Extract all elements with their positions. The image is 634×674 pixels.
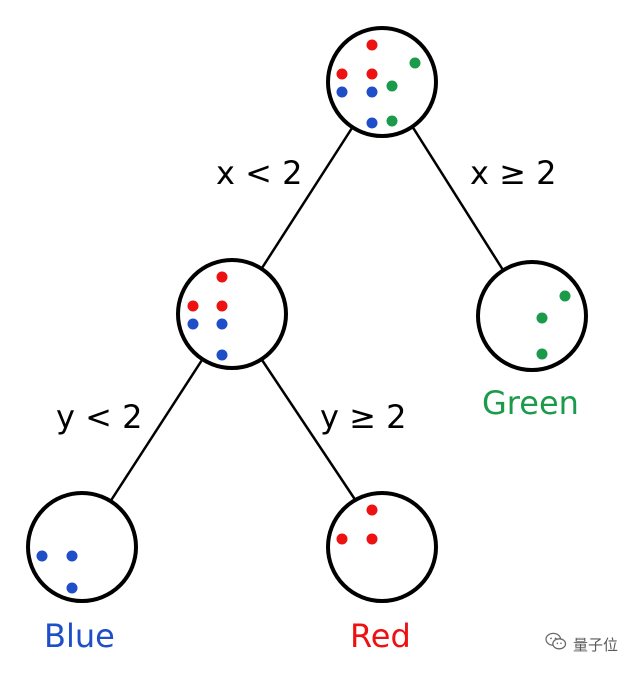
node-left-right-leaf [326,491,438,603]
blue-point [66,550,78,562]
green-point [386,80,398,92]
class-label-blue: Blue [44,617,115,655]
node-left-right-leaf-circle [326,491,438,603]
blue-point [366,86,378,98]
node-left-left-leaf-points [36,550,78,594]
blue-point [336,86,348,98]
blue-point [216,349,228,361]
class-label-green: Green [482,384,579,422]
node-left-points [187,271,228,361]
node-right-leaf-circle [476,260,588,372]
blue-point [36,550,48,562]
node-left [176,258,288,370]
red-point [187,300,199,312]
green-point [559,290,571,302]
blue-point [66,582,78,594]
red-point [336,533,348,545]
green-point [536,348,548,360]
red-point [366,533,378,545]
blue-point [366,117,378,129]
edge-root-to-right [410,125,505,271]
watermark: 量子位 [545,632,618,656]
edge-label-y-geq-2: y ≥ 2 [320,398,406,436]
edge-label-y-less-2: y < 2 [56,398,142,436]
node-root-points [336,39,421,129]
red-point [216,271,228,283]
blue-point [187,318,199,330]
red-point [366,68,378,80]
green-point [386,115,398,127]
edge-label-x-less-2: x < 2 [216,154,302,192]
blue-point [216,318,228,330]
node-right-leaf-points [536,290,571,360]
red-point [216,300,228,312]
node-left-right-leaf-points [336,504,378,545]
green-point [409,57,421,69]
node-right-leaf [476,260,588,372]
edge-left-to-leftleft [108,359,204,503]
node-left-left-leaf-circle [26,491,138,603]
wechat-icon [545,632,567,656]
node-left-circle [176,258,288,370]
node-root [326,26,438,138]
green-point [536,312,548,324]
edge-left-to-leftright [260,359,358,502]
edge-root-to-left [260,127,354,269]
red-point [366,504,378,516]
red-point [366,39,378,51]
node-root-circle [326,26,438,138]
class-label-red: Red [350,617,411,655]
watermark-text: 量子位 [572,635,618,654]
node-left-left-leaf [26,491,138,603]
edge-label-x-geq-2: x ≥ 2 [470,154,556,192]
red-point [336,68,348,80]
